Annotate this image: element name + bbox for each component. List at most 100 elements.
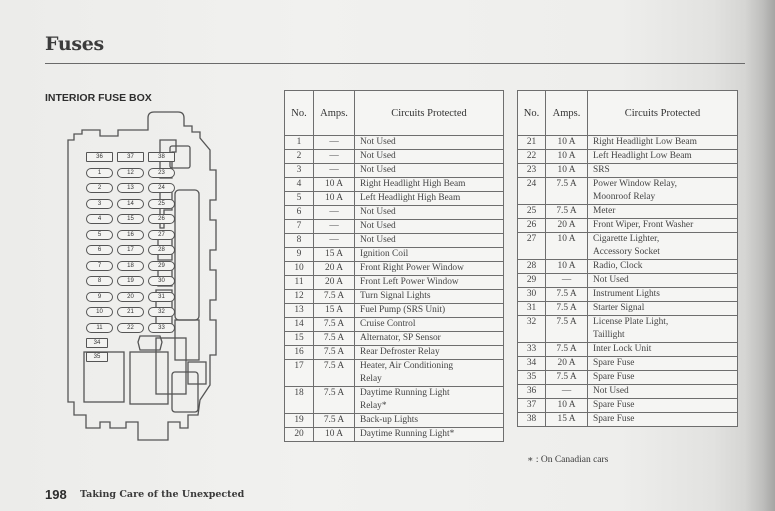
amperage-cell-text: 10 A [325,193,343,203]
amperage-cell: 15 A [545,412,588,427]
fuse-slot: 8 [86,276,113,286]
column-header-amps: Amps. [545,90,588,136]
fuse-number-cell: 17 [284,359,314,387]
fuse-slot: 37 [117,152,144,162]
amperage-cell: 7.5 A [313,289,355,304]
table-row: 6—Not Used [284,205,504,220]
amperage-cell-text: 10 A [325,429,343,439]
fuse-slot: 19 [117,276,144,286]
circuit-cell-text: Daytime Running Light [360,388,450,398]
amperage-cell-text: 10 A [557,137,576,147]
column-header-no: No. [517,90,546,136]
fuse-number-cell: 16 [284,345,314,360]
circuit-cell-text: Spare Fuse [593,358,635,368]
fuse-slot: 35 [86,352,108,362]
amperage-cell-text: 7.5 A [556,179,577,189]
circuit-cell: Instrument Lights [587,287,738,302]
fuse-slot: 38 [148,152,175,162]
amperage-cell: — [313,205,355,220]
amperage-cell: 7.5 A [545,370,588,385]
table-row: 7—Not Used [284,219,504,234]
circuit-cell-text: Daytime Running Light* [360,429,455,439]
table-row: 29—Not Used [517,273,738,288]
amperage-cell-text: 7.5 A [323,415,345,425]
amperage-cell: 7.5 A [545,315,588,343]
fuse-number-cell-text: 1 [296,137,302,147]
fuse-number-cell-text: 24 [526,179,537,189]
fuse-slot: 11 [86,322,113,333]
circuit-cell-text-line2: Taillight [593,330,625,340]
fuse-number-cell-text: 31 [526,303,537,313]
circuit-cell-text: Rear Defroster Relay [360,347,440,357]
circuit-cell: Spare Fuse [587,356,738,371]
amperage-cell: 7.5 A [313,413,355,428]
circuit-cell-text: Left Headlight High Beam [360,193,461,203]
fuse-number-cell-text: 32 [526,317,537,327]
fuse-number-cell-text: 22 [526,151,537,161]
fuse-slot: 13 [117,183,144,193]
fuse-slot: 5 [86,229,113,240]
amperage-cell: — [545,384,588,399]
amperage-cell-text: 7.5 A [556,344,577,354]
column-header-circuits: Circuits Protected [587,90,738,136]
circuit-cell-text: Not Used [360,137,396,147]
fuse-number-cell-text: 34 [526,358,537,368]
fuse-number-cell: 9 [284,247,314,262]
circuit-cell: Spare Fuse [587,398,738,413]
fuse-number-cell: 35 [517,370,546,385]
column-header-amps: Amps. [313,90,355,136]
title-divider [45,63,745,64]
circuit-cell-text: Meter [593,206,616,216]
circuit-cell: Starter Signal [587,301,738,316]
circuit-cell-text: Front Wiper, Front Washer [593,220,694,230]
circuit-cell: Not Used [587,384,738,399]
circuit-cell: Alternator, SP Sensor [354,331,504,346]
circuit-cell-text-line2: Moonroof Relay [593,192,656,202]
circuit-cell-text: Not Used [360,221,396,231]
circuit-cell-text: SRS [593,165,610,175]
footnote-canadian-cars: ∗ : On Canadian cars [527,455,609,465]
fuse-number-cell: 18 [284,386,314,414]
amperage-cell: — [313,163,355,178]
circuit-cell-text: Not Used [593,275,629,285]
fuse-number-cell-text: 30 [526,289,537,299]
fuse-slot: 12 [117,167,144,178]
fuse-number-cell: 34 [517,356,546,371]
fuse-number-cell: 11 [284,275,314,290]
amperage-cell: 7.5 A [545,204,588,219]
circuit-cell-text: Instrument Lights [593,289,660,299]
circuit-cell-text: Ignition Coil [360,249,409,259]
fuse-number-cell: 3 [284,163,314,178]
table-row: 2—Not Used [284,149,504,164]
circuit-cell-text: Not Used [360,151,396,161]
circuit-cell: Turn Signal Lights [354,289,504,304]
fuse-slot: 6 [86,245,113,255]
amperage-cell: 15 A [313,303,355,318]
fuse-slot: 32 [148,307,175,317]
amperage-cell: 7.5 A [313,331,355,346]
circuit-cell-text: Radio, Clock [593,261,643,271]
circuit-cell-text: Cruise Control [360,319,416,329]
fuse-number-cell-text: 12 [294,291,304,301]
fuse-number-cell-text: 27 [526,234,537,244]
fuse-number-cell: 7 [284,219,314,234]
amperage-cell-text: 10 A [557,261,576,271]
amperage-cell-text: 7.5 A [556,289,577,299]
circuit-cell-text-line2: Accessory Socket [593,247,660,257]
fuse-slot: 29 [148,260,175,271]
amperage-cell-text: 10 A [557,400,576,410]
fuse-number-cell-text: 36 [526,386,537,396]
fuse-slot: 30 [148,276,175,286]
amperage-cell-text: — [329,165,339,175]
fuse-number-cell: 38 [517,412,546,427]
amperage-cell-text: 15 A [557,414,576,424]
fuse-slot: 17 [117,245,144,255]
fuse-number-cell-text: 33 [526,344,537,354]
circuit-cell-text: Heater, Air Conditioning [360,361,454,371]
table-row: 8—Not Used [284,233,504,248]
